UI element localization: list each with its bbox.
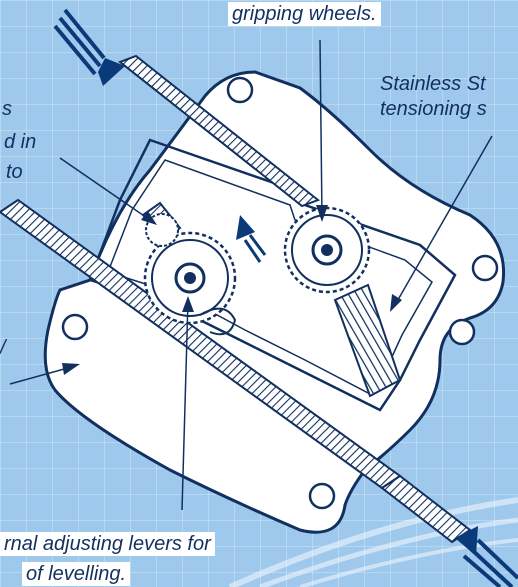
label-gripping-wheels: gripping wheels.: [228, 2, 381, 26]
mounting-hole: [61, 313, 89, 341]
mounting-hole: [448, 318, 476, 346]
leader-arrowhead: [141, 211, 157, 225]
decorative-swoosh: [228, 497, 518, 587]
label-left-line-1: s: [2, 98, 12, 120]
gear-rotation-arrow: [236, 215, 267, 263]
label-levelling: of levelling.: [22, 562, 131, 586]
filament-out-arrow: [455, 526, 518, 587]
lever-curve: [199, 307, 237, 336]
right-drive-gear: [283, 206, 371, 294]
label-left-line-3: to: [6, 161, 23, 183]
tensioning-spring: [333, 283, 402, 398]
leader-arrowhead: [316, 205, 328, 222]
leader-arrowhead: [182, 296, 194, 312]
extruder-body-plate: [43, 70, 506, 534]
label-stainless-steel: Stainless St: [380, 73, 486, 95]
leader-arrowhead: [390, 294, 402, 312]
mounting-hole: [226, 76, 254, 104]
label-left-line-2: d in: [4, 131, 37, 153]
filament-upper: [117, 54, 321, 208]
filament-main-lower: [380, 474, 472, 544]
callout-leaders: [9, 39, 493, 511]
filament-in-arrow: [53, 8, 125, 86]
leader-arrowhead: [62, 363, 80, 375]
label-adjusting-levers: rnal adjusting levers for: [0, 532, 215, 556]
label-left-mid: /: [0, 337, 6, 359]
mounting-hole: [308, 482, 336, 510]
label-tensioning: tensioning s: [380, 98, 487, 120]
left-drive-gear: [143, 231, 237, 325]
mounting-hole: [471, 254, 499, 282]
